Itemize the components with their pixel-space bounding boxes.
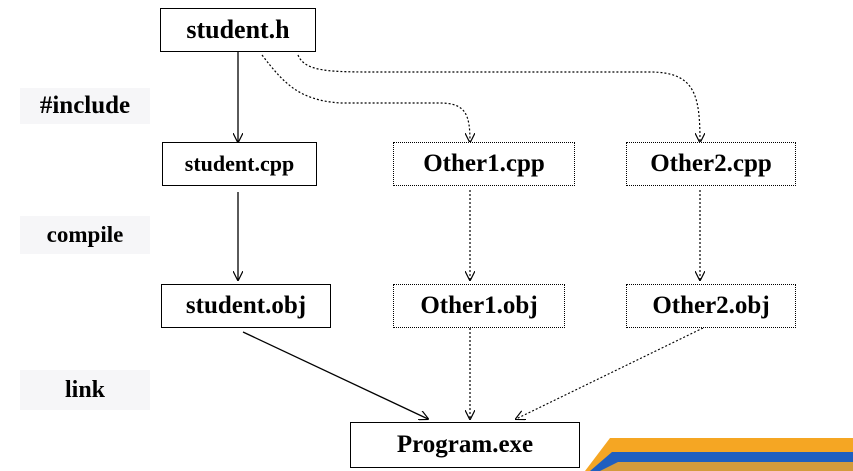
node-student-h: student.h: [160, 8, 316, 52]
edge-student-h-to-other2-cpp: [297, 54, 700, 142]
node-student-obj: student.obj: [161, 284, 331, 328]
edge-student-h-to-other1-cpp: [261, 54, 470, 142]
node-other1-cpp: Other1.cpp: [393, 142, 575, 186]
stage-label-compile: compile: [20, 216, 150, 254]
node-other2-cpp: Other2.cpp: [626, 142, 796, 186]
node-program-exe: Program.exe: [350, 422, 580, 468]
edge-other2-obj-to-program-exe: [516, 327, 704, 419]
stage-label-include: #include: [20, 88, 150, 124]
decor-orange-stripe: [600, 462, 853, 471]
node-other1-obj: Other1.obj: [393, 284, 565, 328]
edge-student-obj-to-program-exe: [242, 331, 428, 419]
node-other2-obj: Other2.obj: [626, 284, 796, 328]
stage-label-link: link: [20, 370, 150, 410]
node-student-cpp: student.cpp: [162, 142, 317, 186]
